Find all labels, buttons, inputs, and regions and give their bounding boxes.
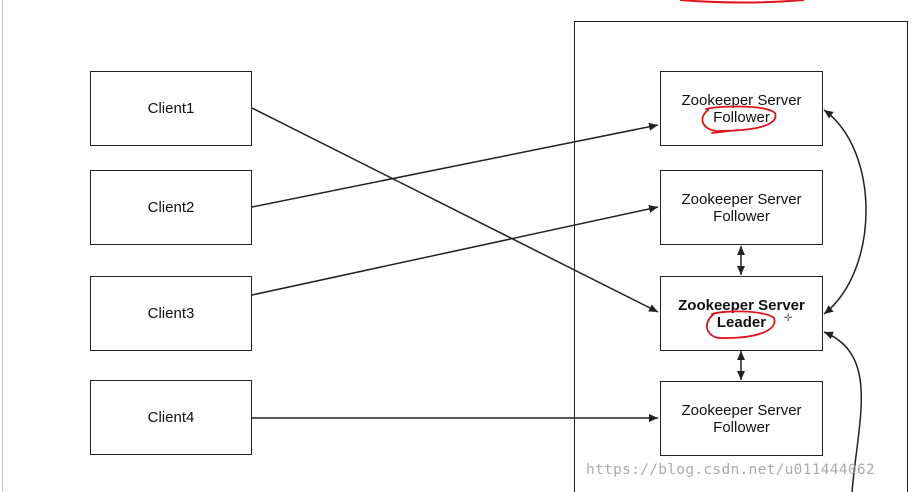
client2-box: Client2 <box>90 170 252 245</box>
client4-box: Client4 <box>90 380 252 455</box>
left-edge-line <box>2 0 3 492</box>
client2-label: Client2 <box>147 199 195 216</box>
server-leader-box: Zookeeper Server Leader <box>660 276 823 351</box>
client1-label: Client1 <box>147 100 195 117</box>
red-annotation-top-arc <box>679 0 805 4</box>
server-follower-1-role: Follower <box>713 108 770 126</box>
server-follower-2-role: Follower <box>713 207 770 225</box>
server-leader-title: Zookeeper Server <box>678 296 805 314</box>
server-follower-2-title: Zookeeper Server <box>681 190 802 208</box>
server-follower-2-box: Zookeeper Server Follower <box>660 170 823 245</box>
client3-label: Client3 <box>147 305 195 322</box>
server-follower-1-title: Zookeeper Server <box>681 91 802 109</box>
server-follower-3-box: Zookeeper Server Follower <box>660 381 823 456</box>
server-leader-role: Leader <box>716 313 767 331</box>
client3-box: Client3 <box>90 276 252 351</box>
client4-label: Client4 <box>147 409 195 426</box>
cursor-icon: ✛ <box>784 313 793 324</box>
server-follower-1-box: Zookeeper Server Follower <box>660 71 823 146</box>
server-follower-3-role: Follower <box>713 418 770 436</box>
server-follower-3-title: Zookeeper Server <box>681 401 802 419</box>
client1-box: Client1 <box>90 71 252 146</box>
watermark-text: https://blog.csdn.net/u011444062 <box>586 462 875 478</box>
